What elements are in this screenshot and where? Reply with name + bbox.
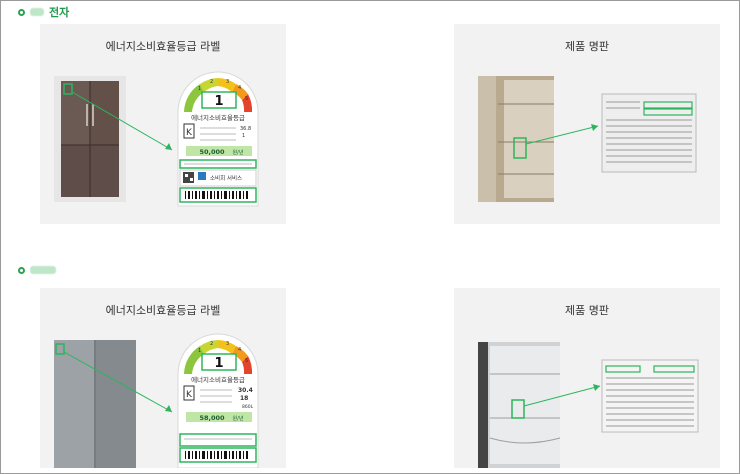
qr-code-icon <box>183 172 194 183</box>
blurred-brand-mark <box>30 8 44 16</box>
circle-bullet-icon <box>18 8 25 16</box>
scale-tick-1: 1 <box>198 348 201 354</box>
label-value-3: 860L <box>242 404 254 410</box>
circle-bullet-icon <box>18 266 25 274</box>
svg-text:K: K <box>186 390 193 400</box>
svg-text:K: K <box>186 128 193 138</box>
product-plate-illustration <box>478 76 697 202</box>
annual-cost-unit: 원/년 <box>233 415 244 422</box>
annual-cost-unit: 원/년 <box>233 149 244 156</box>
scale-tick-2: 2 <box>210 79 213 85</box>
product-plate-card-title: 제품 명판 <box>565 304 609 317</box>
blurred-brand-mark <box>30 266 56 274</box>
scale-tick-5: 5 <box>245 96 248 102</box>
scale-tick-3: 3 <box>226 341 229 347</box>
barcode-icon <box>185 191 248 199</box>
scale-tick-2: 2 <box>210 341 213 347</box>
scale-tick-5: 5 <box>245 358 248 364</box>
energy-label-card-2: 에너지소비효율등급 라벨 1 2 3 4 5 1 에너지소비효율등급 K 30.… <box>40 288 286 468</box>
energy-label-illustration: 1 2 3 4 5 1 에너지소비효율등급 K 30.4 18 860L 58,… <box>54 333 259 468</box>
scale-tick-4: 4 <box>238 347 241 353</box>
label-value-2: 1 <box>242 133 245 139</box>
service-text: 소비회 서비스 <box>210 174 242 182</box>
energy-grade-value: 1 <box>214 356 223 371</box>
product-plate-card-2: 제품 명판 <box>454 288 720 468</box>
energy-label-card-1: 에너지소비효율등급 라벨 1 2 3 4 5 1 에너지소비효율등급 K 36.… <box>40 24 286 224</box>
section-1-brand-suffix: 전자 <box>49 6 70 19</box>
section-1-heading: 전자 <box>18 4 69 20</box>
label-header-text: 에너지소비효율등급 <box>191 375 245 384</box>
barcode-icon <box>185 451 248 459</box>
label-header-text: 에너지소비효율등급 <box>191 113 245 122</box>
energy-grade-value: 1 <box>214 94 223 109</box>
annual-cost-value: 58,000 <box>199 414 225 422</box>
energy-label-card-title: 에너지소비효율등급 라벨 <box>105 304 221 317</box>
scale-tick-1: 1 <box>198 86 201 92</box>
product-plate-illustration <box>478 342 699 468</box>
label-value-1: 36.8 <box>240 126 251 132</box>
label-value-2: 18 <box>240 395 248 402</box>
product-plate-card-1: 제품 명판 <box>454 24 720 224</box>
energy-label-card-title: 에너지소비효율등급 라벨 <box>105 40 221 53</box>
section-2-heading <box>18 266 61 274</box>
energy-label-illustration: 1 2 3 4 5 1 에너지소비효율등급 K 36.8 1 50,000 원/… <box>54 71 259 207</box>
scale-tick-4: 4 <box>238 85 241 91</box>
annual-cost-value: 50,000 <box>199 148 225 156</box>
label-value-1: 30.4 <box>238 387 253 394</box>
scale-tick-3: 3 <box>226 79 229 85</box>
product-plate-card-title: 제품 명판 <box>565 40 609 53</box>
